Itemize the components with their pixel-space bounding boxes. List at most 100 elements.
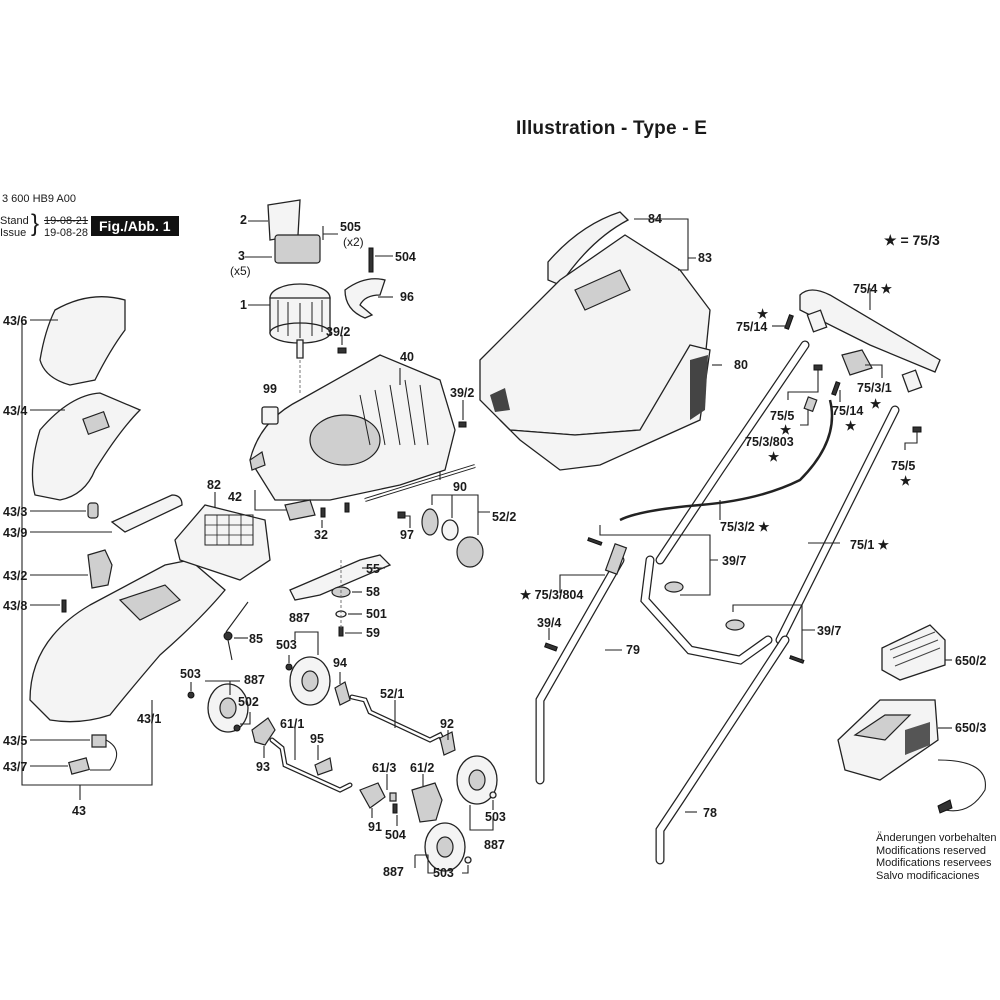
label-40: 40 xyxy=(400,350,414,364)
part-91-bracket xyxy=(360,783,385,808)
star-icon: ★ xyxy=(757,307,769,321)
part-75-5-screw-a xyxy=(814,365,822,370)
label-75-3-803: 75/3/803 xyxy=(745,435,794,449)
part-80-collector xyxy=(500,345,710,470)
part-43-2-switch xyxy=(88,550,112,588)
part-61-3-bushing xyxy=(390,793,396,801)
part-504-screw xyxy=(369,248,373,272)
note-line: Änderungen vorbehalten xyxy=(876,832,997,844)
label-32: 32 xyxy=(314,528,328,542)
label-887-a: 887 xyxy=(289,611,310,625)
part-1-motor xyxy=(270,284,330,358)
part-887-wheel-c xyxy=(457,756,497,804)
label-503-c: 503 xyxy=(485,810,506,824)
part-42-latch xyxy=(285,500,315,520)
label-43-3: 43/3 xyxy=(3,505,28,519)
part-32-screw xyxy=(321,508,325,517)
label-75-3-2: 75/3/2 ★ xyxy=(720,520,770,534)
part-85-spring xyxy=(224,632,232,640)
label-505: 505 xyxy=(340,220,361,234)
label-43-2: 43/2 xyxy=(3,569,28,583)
part-39-2-screw-b xyxy=(459,422,466,427)
part-650-3-charger xyxy=(838,700,938,780)
label-43-9: 43/9 xyxy=(3,526,28,540)
label-39-2-a: 39/2 xyxy=(326,325,351,339)
part-93-bracket xyxy=(252,718,275,745)
label-503-d: 503 xyxy=(433,866,454,880)
label-78: 78 xyxy=(703,806,717,820)
label-75-14-a: 75/14 xyxy=(736,320,768,334)
part-504-screw-b xyxy=(393,804,397,813)
label-75-3-804: ★ 75/3/804 xyxy=(520,588,584,602)
label-43-6: 43/6 xyxy=(3,314,28,328)
label-3: 3 xyxy=(238,249,245,263)
part-75-5-screw-b xyxy=(913,427,921,432)
issue-label: Issue xyxy=(0,227,27,239)
note-line: Modifications reserved xyxy=(876,844,987,857)
label-650-3: 650/3 xyxy=(955,721,987,735)
label-75-14-b: 75/14 xyxy=(832,404,864,418)
part-43-9-handle xyxy=(112,495,182,532)
part-97-screw xyxy=(398,512,405,518)
label-3-qty: (x5) xyxy=(230,264,251,278)
part-43-1-main-cover xyxy=(30,560,225,722)
part-99-filter xyxy=(262,407,278,424)
stand-issue-dates: 19-08-21 19-08-28 xyxy=(44,215,88,239)
part-887-wheel-d xyxy=(425,823,465,871)
label-82: 82 xyxy=(207,478,221,492)
label-58: 58 xyxy=(366,585,380,599)
part-43-6-cover xyxy=(40,297,125,385)
part-52-2-knob xyxy=(457,537,483,567)
part-43-5-connector xyxy=(92,735,106,747)
part-75-3-803-plug xyxy=(804,397,817,411)
label-96: 96 xyxy=(400,290,414,304)
part-650-3-cable xyxy=(938,760,985,811)
part-503-nut-c xyxy=(490,792,496,798)
part-43-8-screw xyxy=(62,600,66,612)
label-887-c: 887 xyxy=(484,838,505,852)
label-83: 83 xyxy=(698,251,712,265)
label-90: 90 xyxy=(453,480,467,494)
label-80: 80 xyxy=(734,358,748,372)
part-39-7-knob-b xyxy=(726,620,744,630)
part-2-bracket xyxy=(268,200,300,240)
label-95: 95 xyxy=(310,732,324,746)
label-39-7-a: 39/7 xyxy=(722,554,747,568)
label-43-4: 43/4 xyxy=(3,404,28,418)
part-43-7-connector xyxy=(69,758,89,774)
label-504-top: 504 xyxy=(395,250,416,264)
figure-badge: Fig./Abb. 1 xyxy=(91,216,179,236)
label-505-qty: (x2) xyxy=(343,235,364,249)
part-82-lid xyxy=(175,505,270,580)
part-55-blade xyxy=(290,555,390,600)
part-75-14-screw-b xyxy=(832,382,840,396)
part-39-7-screw-a xyxy=(588,538,602,546)
note-line: Modifications reservees xyxy=(876,857,992,869)
label-61-1: 61/1 xyxy=(280,717,305,731)
label-92: 92 xyxy=(440,717,454,731)
part-2-module xyxy=(275,235,320,263)
part-39-7-screw-b xyxy=(790,656,804,664)
label-503-b: 503 xyxy=(180,667,201,681)
part-52-2-spring xyxy=(442,520,458,540)
label-55: 55 xyxy=(366,562,380,576)
label-502: 502 xyxy=(238,695,259,709)
modifications-note: Änderungen vorbehalten Modifications res… xyxy=(876,832,996,882)
part-96-guide xyxy=(345,279,385,318)
part-61-1-rod xyxy=(272,740,350,790)
part-43-3-clip xyxy=(88,503,98,518)
part-75-14-screw-a xyxy=(785,315,794,330)
label-39-2-b: 39/2 xyxy=(450,386,475,400)
star-icon: ★ xyxy=(780,423,792,437)
label-75-4: 75/4 ★ xyxy=(853,282,893,296)
label-94: 94 xyxy=(333,656,347,670)
label-85: 85 xyxy=(249,632,263,646)
label-42: 42 xyxy=(228,490,242,504)
part-75-3-804-holder xyxy=(606,544,627,574)
label-39-4: 39/4 xyxy=(537,616,562,630)
note-line: Salvo modificaciones xyxy=(876,869,980,882)
stand-issue-labels: Stand Issue xyxy=(0,215,29,239)
label-503-a: 503 xyxy=(276,638,297,652)
part-887-wheel-b xyxy=(208,684,248,732)
label-61-3: 61/3 xyxy=(372,761,397,775)
